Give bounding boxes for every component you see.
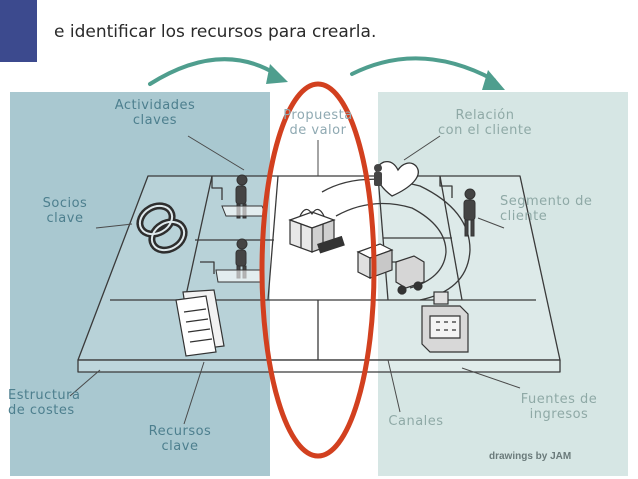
label-line: Actividades <box>114 98 196 113</box>
label-socios-clave: Socios clave <box>30 196 100 226</box>
cash-register-illustration <box>421 291 469 353</box>
highlight-ellipse <box>259 81 377 459</box>
rings-highlight <box>138 204 186 252</box>
label-line: cliente <box>500 209 548 224</box>
label-actividades-claves: Actividades claves <box>95 98 215 128</box>
accent-bar <box>0 0 37 62</box>
label-estructura-costes: Estructura de costes <box>8 388 98 418</box>
customer-figure-small <box>374 164 382 186</box>
arrow-right-head <box>482 70 505 90</box>
label-line: Propuesta <box>283 108 353 123</box>
label-line: Socios <box>42 196 88 211</box>
label-line: claves <box>132 113 178 128</box>
gift-base <box>317 235 345 254</box>
label-canales: Canales <box>388 414 444 429</box>
left-panel <box>10 92 270 476</box>
label-line: Estructura <box>8 388 81 403</box>
label-segmento-cliente: Segmento de cliente <box>500 194 620 224</box>
documents-illustration <box>175 289 225 357</box>
flow-arrows <box>148 56 496 86</box>
customer-figure <box>463 188 476 237</box>
label-line: Recursos <box>148 424 212 439</box>
label-line: Relación <box>455 108 515 123</box>
arrow-left <box>148 57 278 86</box>
credit-text: drawings by JAM <box>489 451 572 462</box>
arrow-left-head <box>266 64 288 84</box>
label-line: Segmento de <box>500 194 593 209</box>
label-line: ingresos <box>529 407 589 422</box>
arrow-right <box>350 56 496 82</box>
gift-box-illustration <box>288 208 336 253</box>
label-line: clave <box>46 211 84 226</box>
label-recursos-clave: Recursos clave <box>135 424 225 454</box>
label-fuentes-ingresos: Fuentes de ingresos <box>504 392 614 422</box>
label-line: Fuentes de <box>520 392 598 407</box>
label-relacion-cliente: Relación con el cliente <box>420 108 550 138</box>
label-propuesta-de-valor: Propuesta de valor <box>268 108 368 138</box>
truck-illustration <box>356 243 425 295</box>
label-line: de valor <box>289 123 347 138</box>
label-line: clave <box>161 439 199 454</box>
label-line: con el cliente <box>438 123 532 138</box>
label-line: de costes <box>8 403 75 418</box>
slide-heading: e identificar los recursos para crearla. <box>54 22 377 42</box>
leader-lines <box>69 135 521 425</box>
